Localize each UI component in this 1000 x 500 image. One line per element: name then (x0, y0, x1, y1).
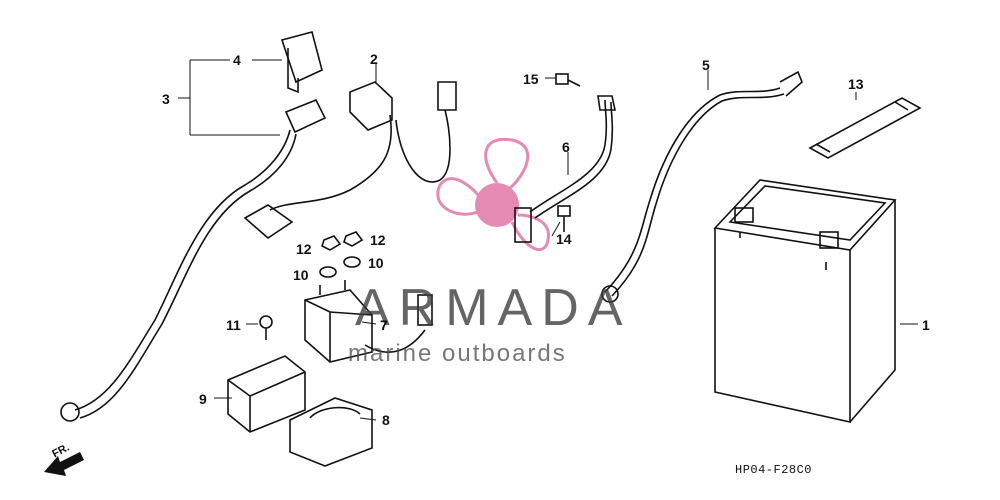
callout-8: 8 (382, 412, 390, 428)
callout-4: 4 (233, 52, 241, 68)
watermark-propeller-logo (436, 137, 550, 252)
relay-cover (227, 355, 306, 433)
bolt-14 (557, 205, 571, 232)
callout-12-right: 12 (370, 232, 386, 248)
hardware-nuts-washers (259, 231, 364, 340)
positive-cable (514, 95, 616, 243)
callout-9: 9 (199, 391, 207, 407)
starter-relay (304, 280, 433, 363)
callout-3: 3 (162, 91, 170, 107)
callout-13: 13 (848, 76, 864, 92)
front-arrow-icon (44, 452, 84, 476)
starter-cable (60, 98, 327, 422)
leader-lines (178, 59, 918, 421)
callout-6: 6 (562, 139, 570, 155)
watermark-subtitle: marine outboards (348, 340, 567, 367)
callout-12-left: 12 (296, 241, 312, 257)
callout-2: 2 (370, 51, 378, 67)
terminal-boot (280, 31, 323, 94)
battery-band (808, 97, 922, 159)
callout-1: 1 (922, 317, 930, 333)
callout-10-left: 10 (293, 267, 309, 283)
battery (713, 179, 897, 423)
callout-5: 5 (702, 57, 710, 73)
callout-11: 11 (226, 317, 241, 333)
callout-15: 15 (523, 71, 539, 87)
bolt-15 (555, 73, 581, 87)
watermark-title: ARMADA (355, 279, 632, 337)
callout-14: 14 (556, 231, 572, 247)
callout-7: 7 (380, 317, 388, 333)
negative-cable (601, 70, 803, 303)
diagram-code: HP04-F28C0 (735, 463, 813, 477)
relay-holder (289, 397, 373, 467)
starter-relay-harness (243, 81, 457, 240)
callout-10-right: 10 (368, 255, 384, 271)
